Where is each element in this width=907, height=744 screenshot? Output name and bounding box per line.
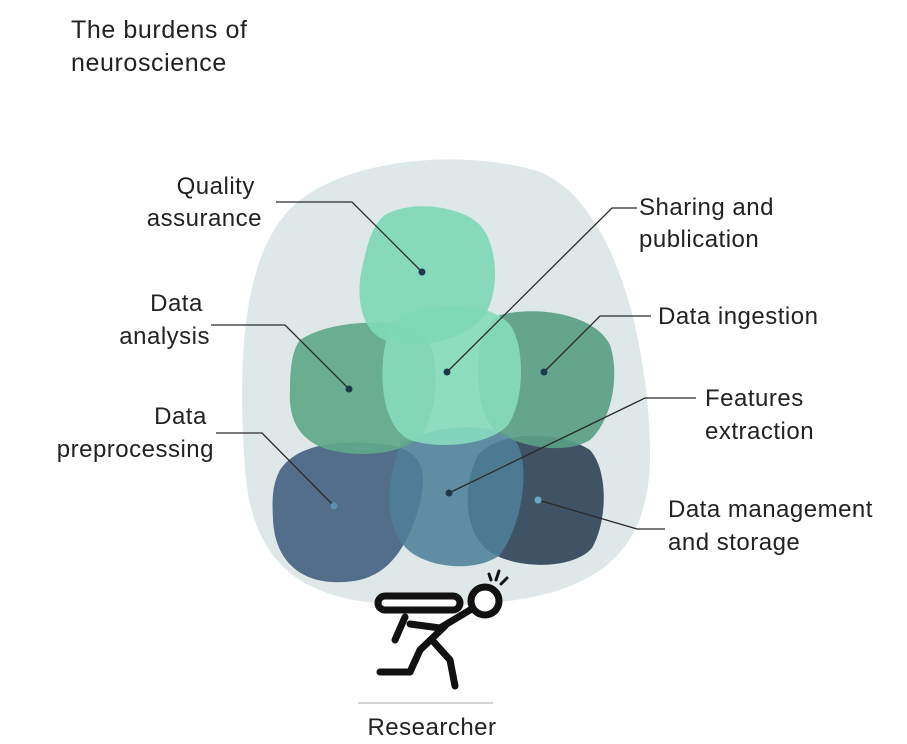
label-data-analysis: Data analysis [119, 290, 210, 350]
leader-data-analysis [211, 324, 350, 390]
dot-data-preprocessing [330, 502, 338, 510]
leader-quality-assurance [276, 201, 423, 273]
dot-features-extraction [445, 489, 453, 497]
leader-data-ingestion [543, 315, 651, 373]
stone-quality-assurance [359, 206, 496, 345]
leader-features-extraction [448, 397, 696, 494]
dot-sharing-publication [443, 368, 451, 376]
researcher-label: Researcher [367, 714, 496, 741]
leader-sharing-publication [446, 207, 637, 373]
stone-features-extraction [389, 427, 524, 567]
label-features-extraction: Features extraction [705, 385, 814, 445]
leader-data-preprocessing [216, 432, 335, 507]
label-quality-assurance: Quality assurance [147, 173, 262, 232]
researcher-icon [374, 569, 509, 690]
label-data-ingestion: Data ingestion [658, 303, 818, 330]
label-data-management-storage: Data management and storage [668, 496, 880, 556]
leader-data-management-storage [537, 499, 665, 530]
dot-data-ingestion [540, 368, 548, 376]
label-sharing-publication: Sharing and publication [639, 194, 781, 253]
diagram-title: The burdens of neuroscience [71, 16, 255, 77]
dot-data-management-storage [534, 496, 542, 504]
dot-quality-assurance [418, 268, 426, 276]
stone-data-preprocessing [272, 442, 423, 583]
dot-data-analysis [345, 385, 353, 393]
label-data-preprocessing: Data preprocessing [57, 403, 214, 463]
